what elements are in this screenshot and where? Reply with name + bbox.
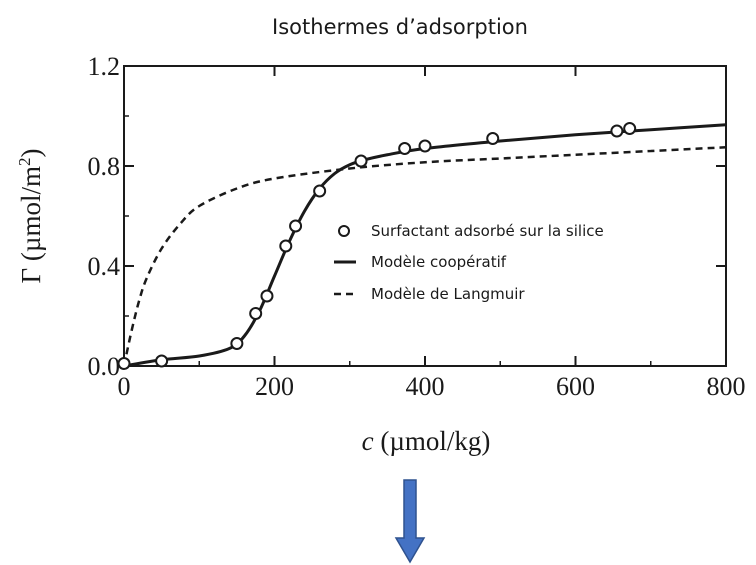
legend-marker-circle [338,225,350,237]
chart-title: Isothermes d’adsorption [272,15,528,39]
legend-label-cooperative: Modèle coopératif [371,253,507,271]
y-tick-label: 0.0 [88,352,121,381]
y-axis-label: Γ (µmol/m2) [15,149,46,284]
data-point [249,307,263,320]
x-axis-label-var: c [362,426,374,456]
legend: Surfactant adsorbé sur la silice Modèle … [334,222,604,303]
data-point [289,219,303,233]
y-axis-label-main: Γ (µmol/m [16,166,46,283]
data-point [230,337,244,350]
data-point [117,357,131,370]
data-point [623,122,637,135]
data-point [313,184,327,198]
x-tick-label: 800 [707,372,746,401]
y-axis-label-close: ) [16,149,46,158]
plot-area: 0 200 400 600 800 0.0 0.4 0.8 1.2 [88,52,746,401]
data-point [279,239,293,253]
data-point [260,289,274,303]
data-point [354,154,368,168]
down-arrow-shape [394,479,426,564]
x-axis-label-unit: (µmol/kg) [374,426,491,456]
cooperative-model-line [123,123,727,368]
y-axis-label-sup: 2 [15,158,34,167]
data-point [486,132,500,145]
data-point [398,142,412,155]
plot-frame [123,65,727,367]
x-tick-label: 400 [406,372,445,401]
x-tick-label: 0 [118,372,131,401]
y-tick-label: 0.4 [88,252,121,281]
x-tick-label: 600 [556,372,595,401]
data-point [610,124,624,138]
x-tick-label: 200 [255,372,294,401]
data-point [418,139,432,153]
x-axis-label: c (µmol/kg) [362,426,491,456]
langmuir-model-line [122,146,727,367]
y-tick-label: 0.8 [88,152,121,181]
down-arrow-icon [394,479,426,564]
legend-label-langmuir: Modèle de Langmuir [371,285,525,303]
y-tick-label: 1.2 [88,52,121,81]
data-point [155,354,169,368]
legend-label-data: Surfactant adsorbé sur la silice [371,222,604,240]
